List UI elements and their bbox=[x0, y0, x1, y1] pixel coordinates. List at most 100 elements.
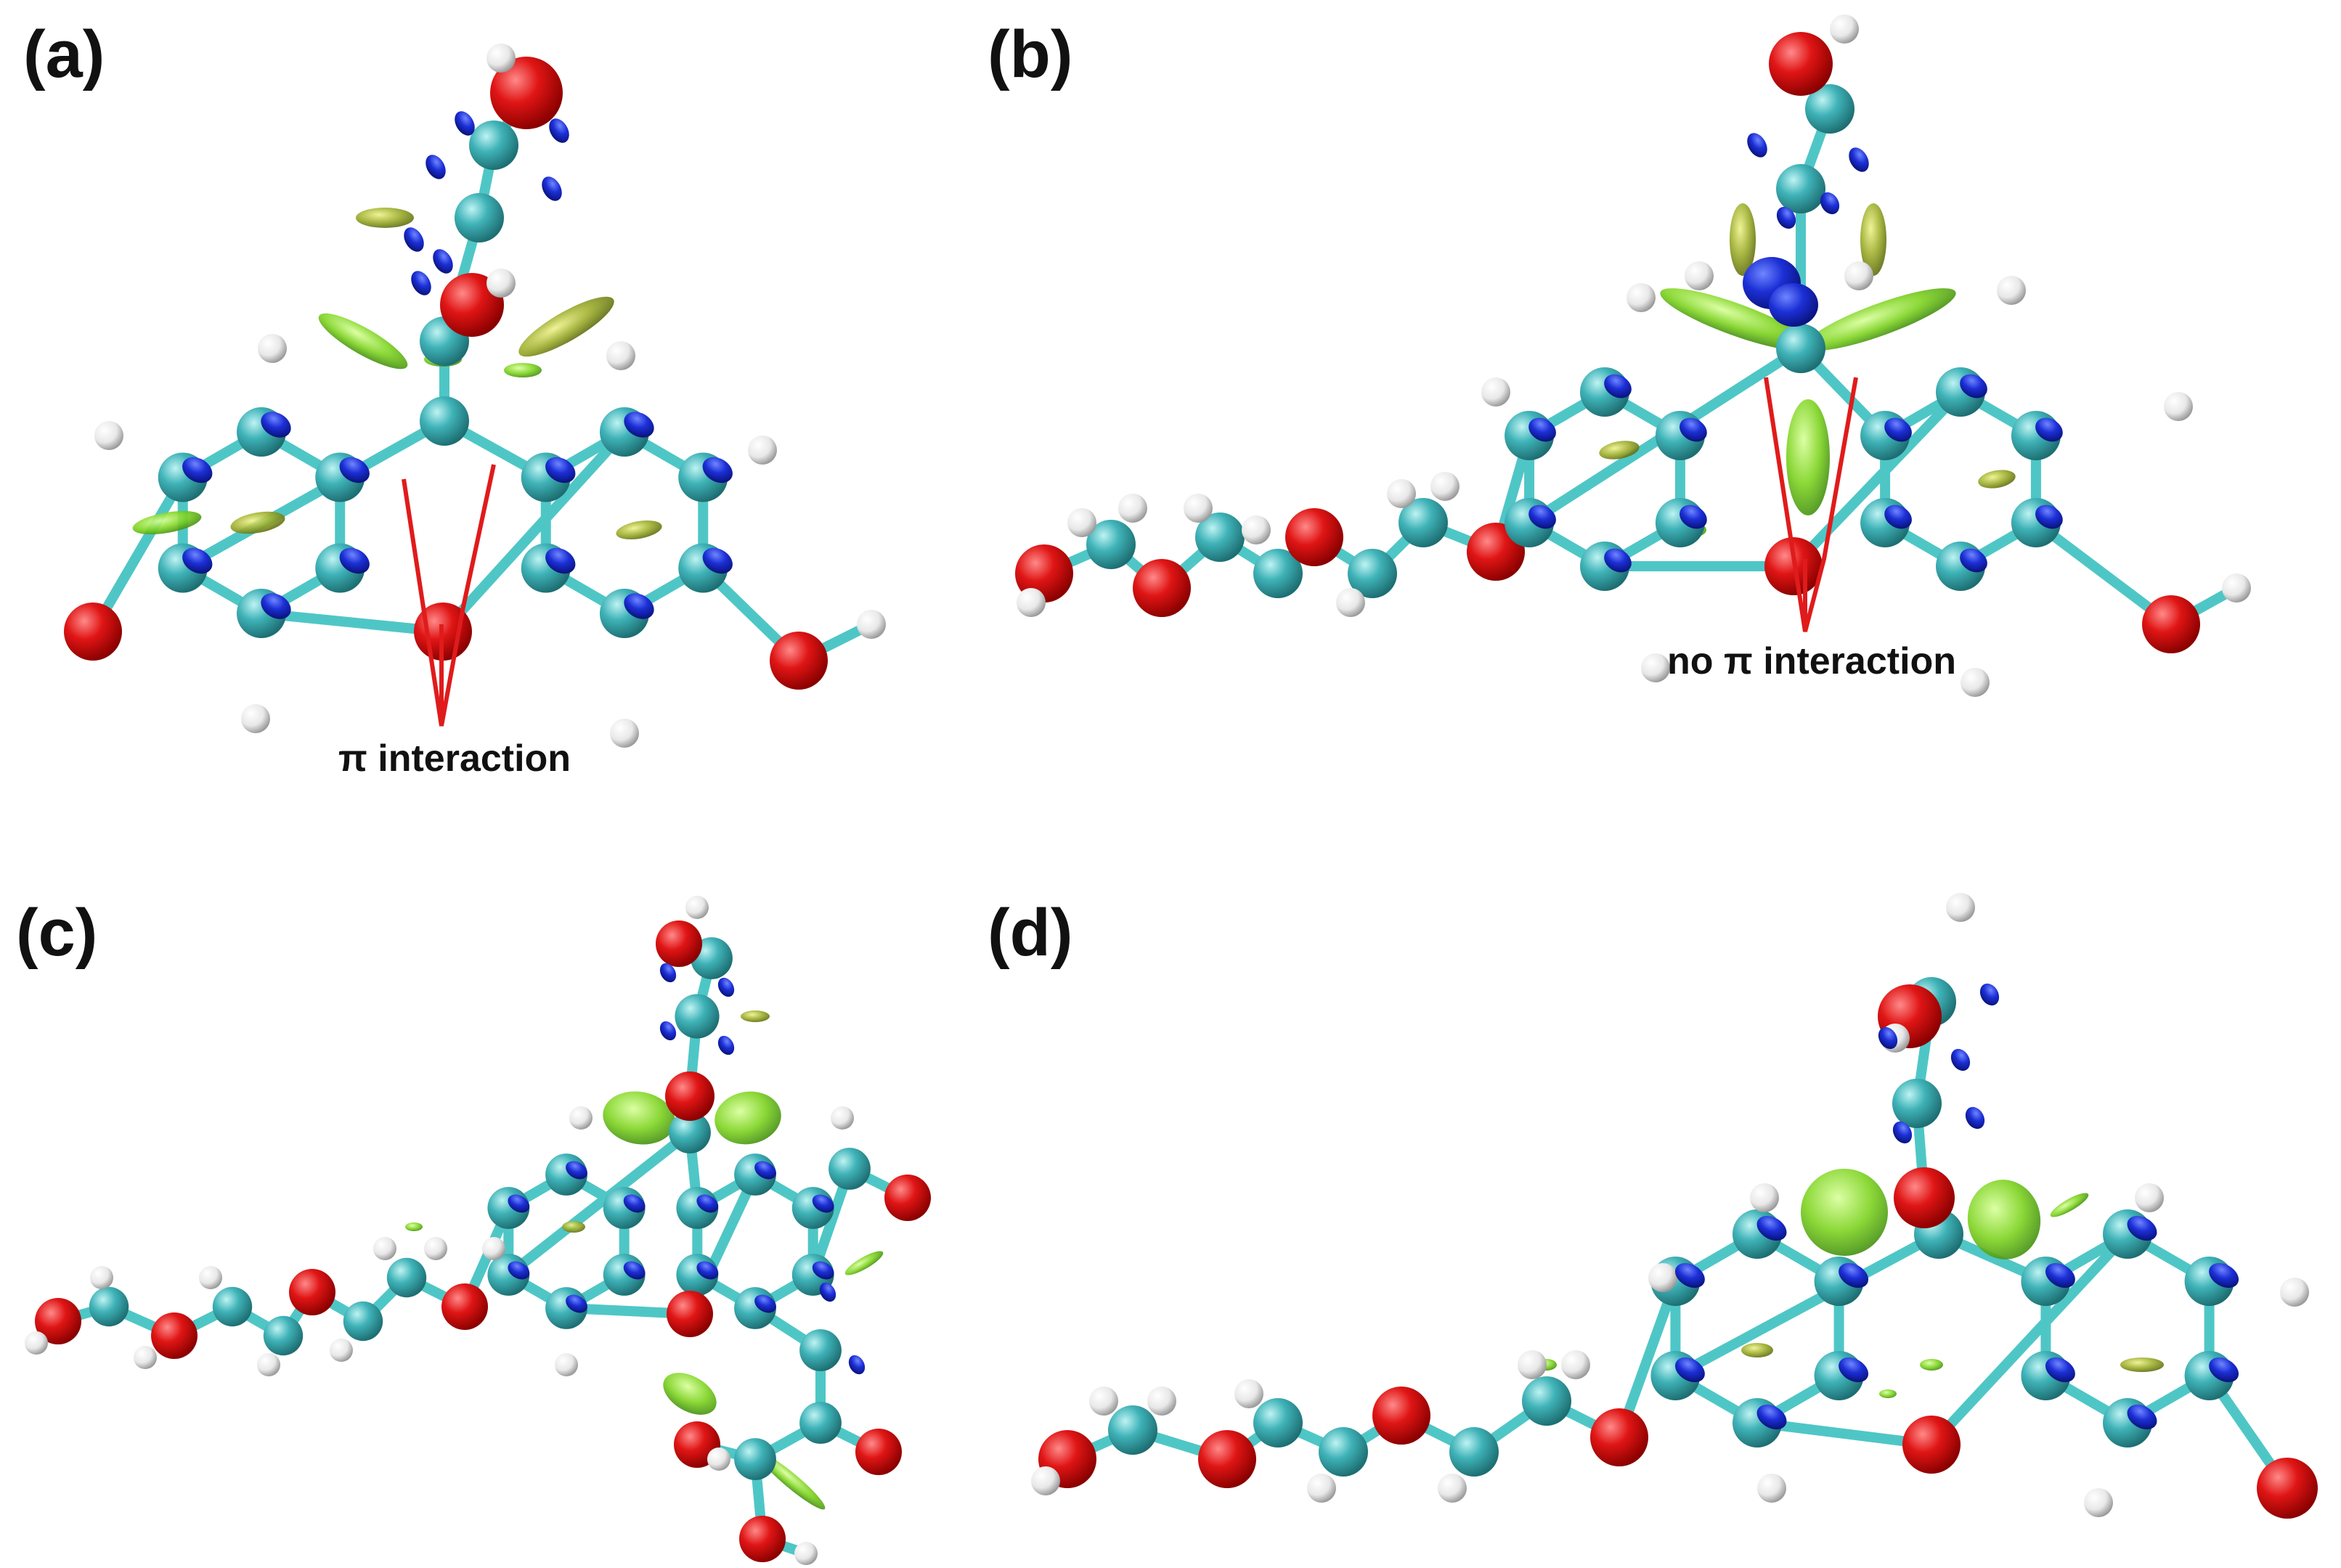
density-lobe bbox=[426, 155, 446, 179]
density-lobe bbox=[754, 1294, 776, 1313]
hydrogen-atom bbox=[1518, 1350, 1547, 1379]
hydrogen-atom bbox=[1438, 1474, 1467, 1503]
nci-surface-olive bbox=[356, 208, 414, 228]
oxygen-atom bbox=[151, 1312, 198, 1359]
hydrogen-atom bbox=[857, 610, 886, 639]
hydrogen-atom bbox=[330, 1339, 353, 1362]
oxygen-atom bbox=[855, 1429, 902, 1475]
nci-surface-green bbox=[1786, 399, 1830, 515]
atoms bbox=[1015, 15, 2251, 697]
density-lobes bbox=[182, 111, 733, 619]
hydrogen-atom bbox=[482, 1237, 505, 1260]
nci-surface-olive bbox=[1978, 470, 2016, 489]
bond bbox=[438, 427, 630, 637]
hydrogen-atom bbox=[1627, 283, 1656, 312]
density-lobe bbox=[1776, 206, 1796, 229]
hydrogen-atom bbox=[90, 1266, 113, 1289]
oxygen-atom bbox=[1285, 508, 1343, 566]
density-lobe bbox=[623, 1261, 646, 1280]
density-lobe bbox=[1680, 417, 1707, 442]
carbon-atom bbox=[455, 193, 504, 242]
density-lobe bbox=[1960, 374, 1987, 399]
oxygen-atom bbox=[665, 1071, 714, 1121]
hydrogen-atom bbox=[1961, 668, 1990, 697]
density-lobe bbox=[549, 118, 569, 143]
hydrogen-atom bbox=[1561, 1350, 1590, 1379]
density-lobe bbox=[717, 1035, 735, 1055]
carbon-atom bbox=[1776, 324, 1825, 373]
carbon-atom bbox=[1253, 1398, 1303, 1447]
hydrogen-atom bbox=[134, 1346, 157, 1369]
atoms bbox=[25, 896, 931, 1565]
oxygen-atom bbox=[1372, 1387, 1430, 1445]
hydrogen-atom bbox=[610, 719, 639, 748]
oxygen-atom bbox=[1894, 1167, 1955, 1228]
panel-label-a: (a) bbox=[23, 17, 105, 91]
oxygen-atom bbox=[289, 1269, 335, 1315]
hydrogen-atom bbox=[1844, 261, 1873, 290]
hydrogen-atom bbox=[373, 1237, 396, 1260]
carbon-atom bbox=[343, 1301, 383, 1342]
hydrogen-atom bbox=[1648, 1263, 1677, 1292]
oxygen-atom bbox=[656, 920, 702, 967]
oxygen-atom bbox=[35, 1298, 81, 1344]
hydrogen-atom bbox=[1481, 377, 1510, 407]
density-lobe bbox=[1769, 283, 1818, 327]
hydrogen-atom bbox=[1830, 15, 1859, 44]
carbon-atom bbox=[263, 1315, 304, 1356]
nci-surface-olive bbox=[741, 1010, 770, 1022]
bond bbox=[1670, 1229, 1944, 1381]
carbon-atom bbox=[1776, 164, 1825, 213]
hydrogen-atom bbox=[606, 341, 635, 370]
density-lobe bbox=[2209, 1357, 2239, 1383]
density-lobe bbox=[754, 1161, 776, 1180]
hydrogen-atom bbox=[2164, 392, 2193, 421]
density-lobe bbox=[1965, 1106, 1985, 1130]
density-lobe bbox=[433, 249, 453, 274]
molecule-a bbox=[64, 44, 886, 748]
carbon-atom bbox=[799, 1329, 842, 1371]
nci-surface-olive bbox=[562, 1221, 585, 1233]
density-lobe bbox=[1756, 1215, 1787, 1241]
hydrogen-atom bbox=[1031, 1466, 1060, 1495]
hydrogen-atom bbox=[1336, 588, 1365, 617]
density-lobe bbox=[508, 1194, 530, 1213]
density-lobe bbox=[2035, 417, 2063, 442]
hydrogen-atom bbox=[1757, 1474, 1786, 1503]
density-lobe bbox=[624, 412, 654, 438]
hydrogen-atom bbox=[2280, 1278, 2309, 1307]
oxygen-atom bbox=[770, 632, 828, 690]
density-lobe bbox=[508, 1261, 530, 1280]
nci-surface-green bbox=[1920, 1359, 1943, 1371]
density-lobe bbox=[455, 111, 475, 136]
hydrogen-atom bbox=[1067, 508, 1096, 537]
density-lobe bbox=[717, 977, 735, 997]
carbon-atom bbox=[1522, 1376, 1571, 1426]
density-lobe bbox=[702, 547, 733, 574]
nci-surface-green bbox=[1660, 288, 1811, 351]
hydrogen-atom bbox=[748, 436, 777, 465]
panel-label-c: (c) bbox=[16, 896, 97, 970]
nci-surface-green bbox=[1967, 1180, 2041, 1259]
bond bbox=[177, 416, 449, 573]
density-lobe bbox=[2209, 1262, 2239, 1289]
hydrogen-atom bbox=[25, 1331, 48, 1355]
carbon-atom bbox=[1086, 520, 1136, 569]
density-lobe bbox=[696, 1194, 719, 1213]
density-lobe bbox=[2045, 1357, 2075, 1383]
hydrogen-atom bbox=[1307, 1474, 1336, 1503]
hydrogen-atom bbox=[831, 1106, 854, 1130]
density-lobe bbox=[2035, 505, 2063, 529]
density-lobe bbox=[659, 1021, 677, 1041]
nci-surface-green bbox=[504, 363, 542, 377]
density-lobe bbox=[1839, 1262, 1869, 1289]
nci-surface-green bbox=[844, 1251, 884, 1275]
density-lobe bbox=[404, 227, 424, 252]
oxygen-atom bbox=[441, 1283, 488, 1330]
nci-surface-green bbox=[2050, 1193, 2089, 1217]
annotation-a: π interaction bbox=[338, 738, 571, 780]
hydrogen-atom bbox=[486, 269, 516, 298]
nci-surface-green bbox=[1805, 288, 1956, 351]
panel-label-d: (d) bbox=[988, 896, 1072, 970]
pi-interaction-marker-b bbox=[1764, 377, 1858, 632]
